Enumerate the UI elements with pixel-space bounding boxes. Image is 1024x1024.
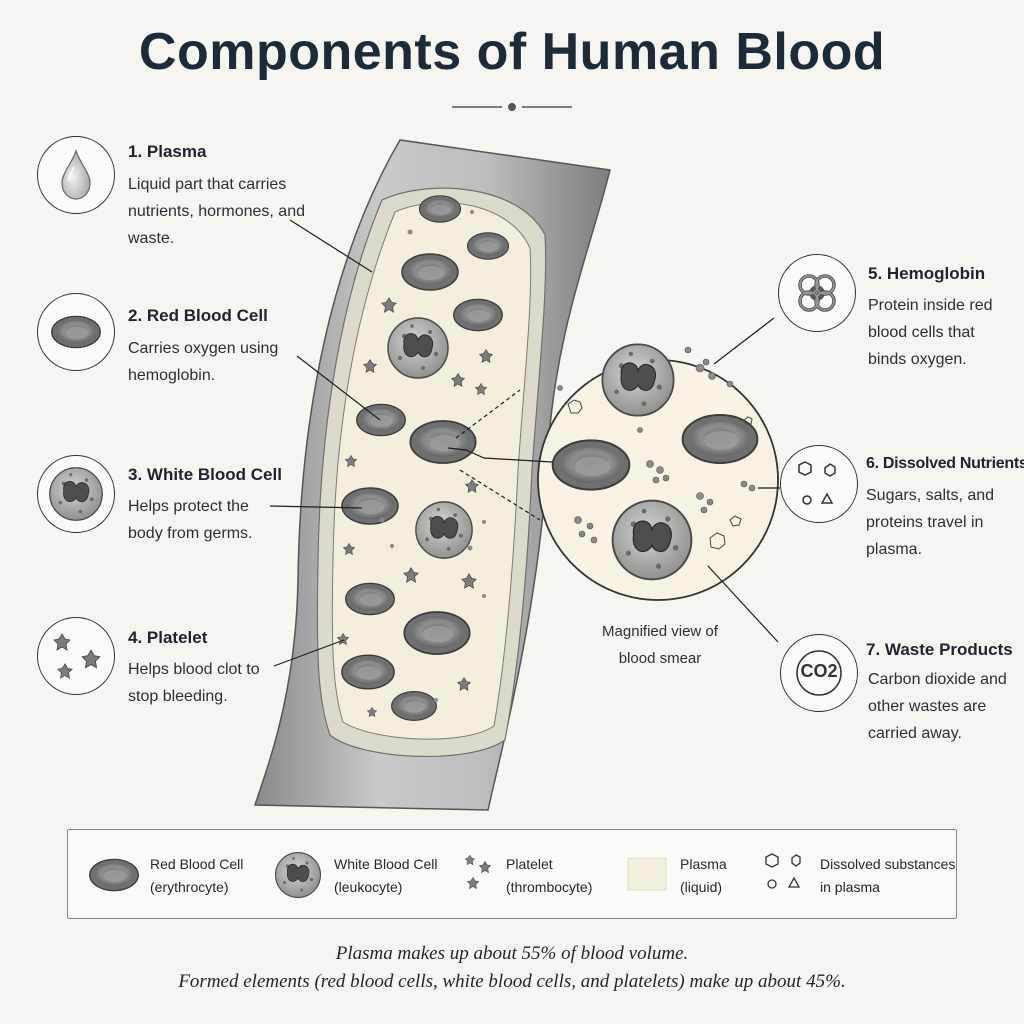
legend-red-blood-cell-icon [89,858,139,892]
legend-label-plasma: Plasma [680,856,727,872]
component-title-red-blood-cell: 2. Red Blood Cell [128,306,268,325]
component-desc-dissolved-nutrients: Sugars, salts, and proteins travel in pl… [866,487,995,558]
component-title-hemoglobin: 5. Hemoglobin [868,264,986,283]
dissolved-nutrients-icon [780,445,858,523]
legend-sub-red-blood-cell: (erythrocyte) [150,879,229,895]
component-desc-plasma: Liquid part that carries nutrients, horm… [128,176,305,247]
legend-plasma-swatch [627,857,667,891]
legend-item-platelet: Platelet (thrombocyte) [460,850,610,900]
legend-sub-plasma: (liquid) [680,879,723,895]
component-title-platelet: 4. Platelet [128,628,208,647]
legend-label-red-blood-cell: Red Blood Cell [150,856,244,872]
footnote-formed-elements: Formed elements (red blood cells, white … [178,971,846,992]
legend-sub-white-blood-cell: (leukocyte) [334,879,403,895]
legend-sub-platelet: (thrombocyte) [506,879,593,895]
component-desc-waste-products: Carbon dioxide and other wastes are carr… [868,671,1007,742]
title-divider [452,103,572,111]
legend-item-dissolved-substances: Dissolved substances in plasma [760,850,955,900]
legend-item-red-blood-cell: Red Blood Cell (erythrocyte) [86,850,266,900]
page-title: Components of Human Blood [138,23,886,81]
co2-icon: CO2 [780,634,858,712]
component-desc-platelet: Helps blood clot to stop bleeding. [128,661,260,705]
component-title-waste-products: 7. Waste Products [866,640,1013,659]
legend-item-white-blood-cell: White Blood Cell (leukocyte) [272,850,462,900]
plasma-drop-icon [37,136,115,214]
component-title-dissolved-nutrients: 6. Dissolved Nutrients [866,455,1024,472]
legend-label-dissolved-substances: Dissolved substances [820,856,956,872]
legend-sub-dissolved-substances: in plasma [820,879,880,895]
legend-platelet-icon [464,854,491,889]
component-desc-white-blood-cell: Helps protect the body from germs. [128,498,253,542]
magnified-view-caption: Magnified view of blood smear [602,623,718,667]
co2-icon-label: CO2 [800,661,838,681]
legend-label-platelet: Platelet [506,856,553,872]
legend-white-blood-cell-icon [274,851,322,899]
platelet-icon [37,617,115,695]
component-desc-hemoglobin: Protein inside red blood cells that bind… [868,297,993,368]
legend-box: Red Blood Cell (erythrocyte) White Blood… [67,829,957,919]
legend-item-plasma: Plasma (liquid) [626,850,756,900]
red-blood-cell-icon [37,293,115,371]
legend-label-white-blood-cell: White Blood Cell [334,856,438,872]
white-blood-cell-icon [37,455,115,533]
legend-dissolved-substances-icon [765,853,801,889]
footnote-plasma-volume: Plasma makes up about 55% of blood volum… [335,943,689,964]
hemoglobin-icon [778,254,856,332]
component-title-plasma: 1. Plasma [128,142,207,161]
component-title-white-blood-cell: 3. White Blood Cell [128,465,282,484]
component-desc-red-blood-cell: Carries oxygen using hemoglobin. [128,340,279,384]
